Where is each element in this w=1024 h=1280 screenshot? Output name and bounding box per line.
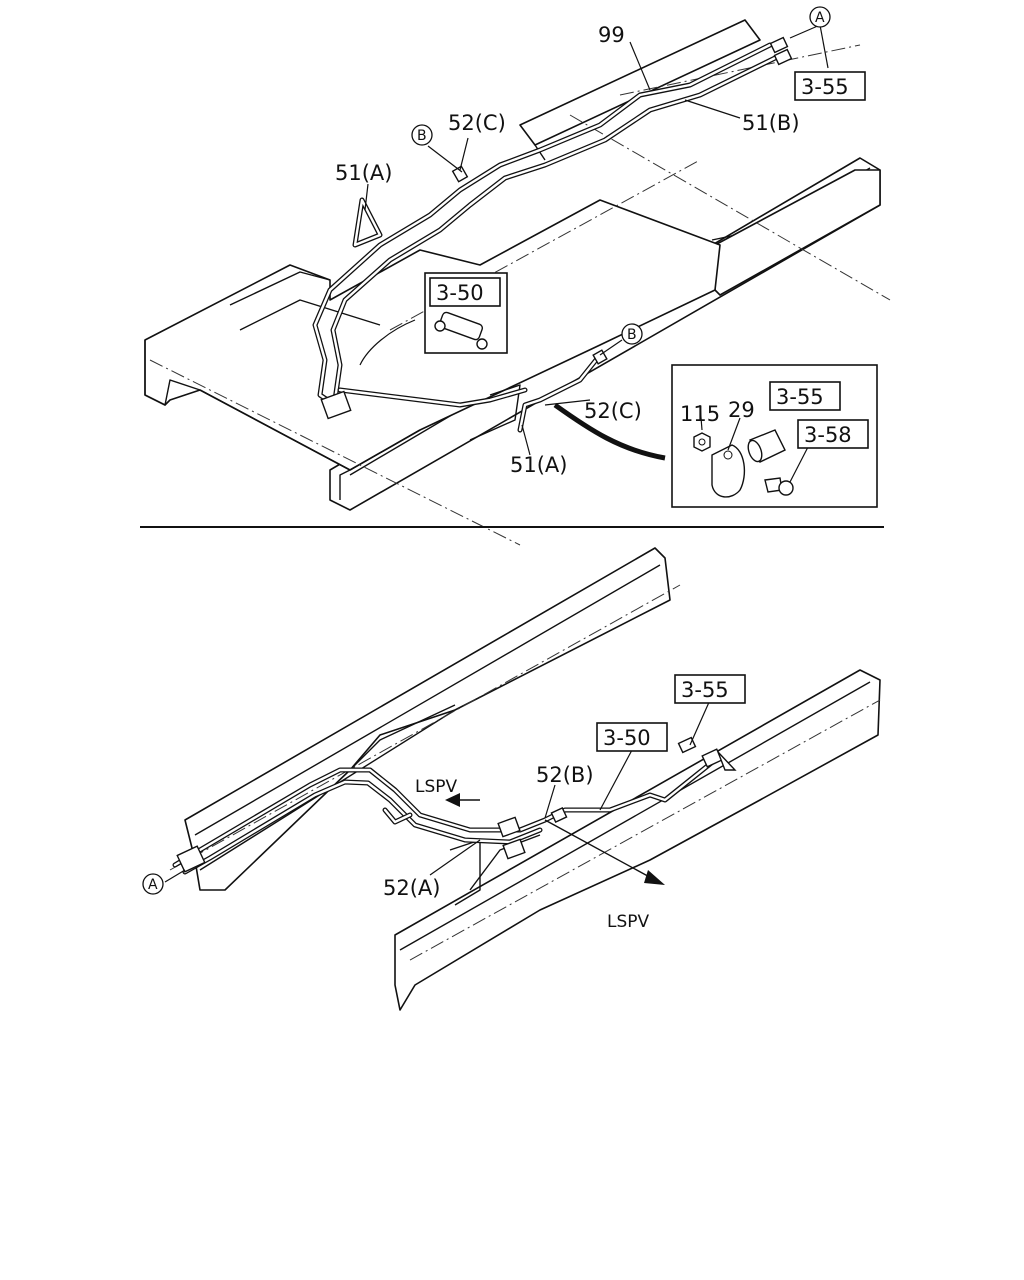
ref-box-3-55-detail: 3-55 [769,381,841,411]
callout-115: 115 [680,402,720,426]
lower-chassis-frame [169,547,881,1011]
ref-box-3-50-bottom: 3-50 [596,722,668,752]
svg-text:3-50: 3-50 [603,726,651,750]
svg-text:A: A [815,10,825,26]
svg-text:B: B [417,128,427,144]
ref-box-3-55-bottom: 3-55 [674,674,746,704]
ref-box-3-50-top: 3-50 [429,277,501,307]
svg-text:B: B [627,327,637,343]
marker-a-bottom: A [142,873,164,895]
leader-lines [164,24,829,883]
svg-text:3-55: 3-55 [681,678,729,702]
nut-115 [693,432,711,452]
ref-box-3-55-top: 3-55 [794,71,866,101]
svg-text:A: A [148,877,158,893]
marker-b-top: B [411,124,433,146]
callout-51b: 51(B) [742,111,800,135]
svg-text:3-55: 3-55 [801,75,849,99]
callout-52a: 52(A) [383,876,440,900]
marker-a-top: A [809,6,831,28]
svg-text:3-58: 3-58 [804,423,852,447]
lspv-label-upper: LSPV [415,777,458,797]
callout-99: 99 [598,23,625,47]
lower-brake-pipes [172,736,737,875]
callout-29: 29 [728,398,755,422]
callout-52c-mid: 52(C) [584,399,642,423]
lspv-label-lower: LSPV [607,912,650,932]
marker-b-mid: B [621,323,643,345]
callout-52b: 52(B) [536,763,594,787]
clip-29 [711,444,746,498]
ref-box-3-58-detail: 3-58 [797,419,869,449]
lspv-arrows [445,793,665,885]
callout-51a-top: 51(A) [335,161,392,185]
svg-text:3-50: 3-50 [436,281,484,305]
upper-brake-pipes [312,36,793,433]
callout-52c-top: 52(C) [448,111,506,135]
svg-text:3-55: 3-55 [776,385,824,409]
callout-51a-bottom: 51(A) [510,453,567,477]
